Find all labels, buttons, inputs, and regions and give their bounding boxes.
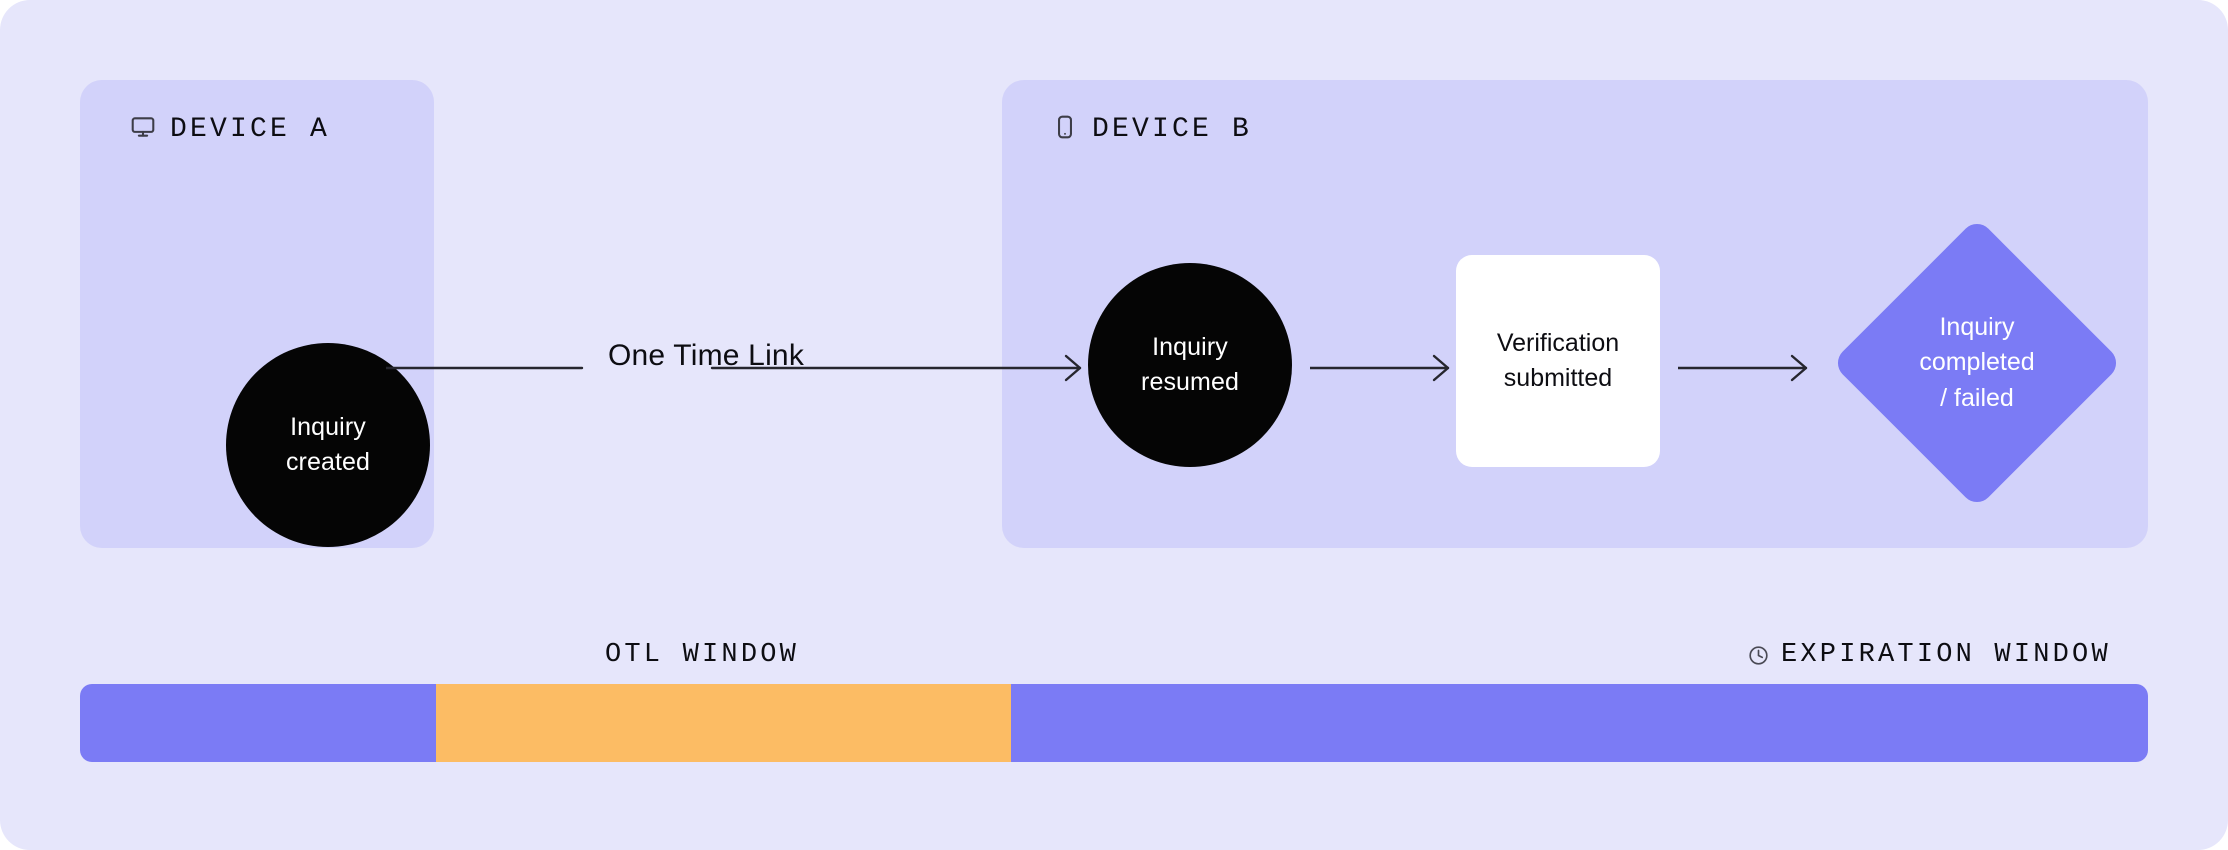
arrow-right-icon (1676, 354, 1808, 382)
clock-icon (1748, 645, 1769, 666)
timeline-otl-window-text: OTL WINDOW (605, 640, 800, 670)
connector-resumed-to-submitted (1308, 318, 1456, 418)
connector-one-time-link: One Time Link (384, 318, 1088, 418)
timeline-expiration-window-text: EXPIRATION WINDOW (1781, 640, 2111, 670)
timeline-bar[interactable] (80, 684, 2148, 762)
device-a-title: DEVICE A (170, 113, 331, 145)
device-b-title: DEVICE B (1092, 113, 1253, 145)
monitor-icon (130, 114, 156, 145)
timeline-segment-otl-window (435, 684, 1011, 762)
timeline-segment-pre-otl (80, 684, 436, 762)
timeline-label-otl-window: OTL WINDOW (605, 640, 799, 670)
device-a-header: DEVICE A (130, 112, 330, 146)
timeline: OTL WINDOW EXPIRATION WINDOW (0, 600, 2228, 780)
timeline-segment-expiration (1010, 684, 2148, 762)
device-b-header: DEVICE B (1052, 112, 1252, 146)
connector-one-time-link-label: One Time Link (608, 339, 805, 372)
smartphone-icon (1052, 114, 1078, 145)
timeline-label-expiration-window: EXPIRATION WINDOW (1748, 640, 2111, 670)
connector-submitted-to-result (1676, 318, 1814, 418)
one-time-link-arrow-icon (384, 354, 1082, 382)
arrow-right-icon (1308, 354, 1450, 382)
